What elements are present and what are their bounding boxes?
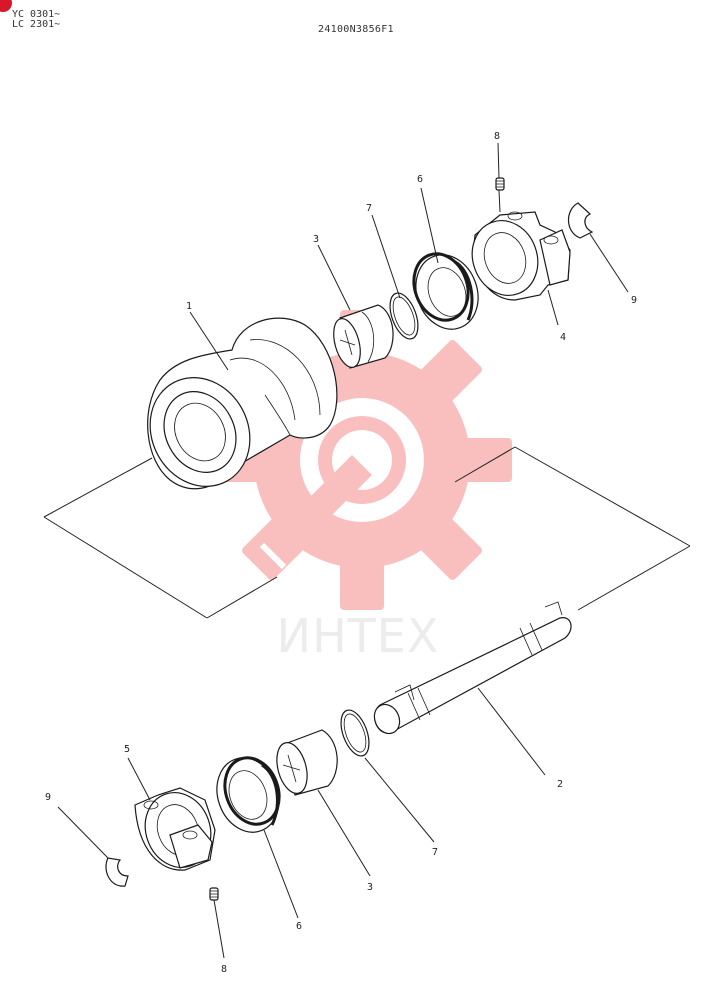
part-6-seal-upper (412, 252, 479, 330)
callout-2: 2 (557, 779, 563, 790)
reference-plane-edge (206, 576, 278, 619)
part-9-clip-upper (567, 202, 594, 239)
callout-5: 5 (124, 744, 130, 755)
callout-3-upper: 3 (313, 234, 319, 245)
drawing-part-number: 24100N3856F1 (318, 24, 394, 35)
part-3-bushing-lower (276, 729, 338, 796)
reference-plane-edge (454, 446, 516, 483)
part-1-roller-body (147, 317, 338, 490)
part-4-collar (471, 211, 571, 301)
part-9-clip-lower (105, 857, 129, 887)
part-7-o-ring-lower (340, 709, 370, 757)
callout-8-lower: 8 (221, 964, 227, 975)
corner-marker (0, 0, 12, 12)
watermark-brand-text: ИНТЕХ (277, 609, 440, 663)
callout-7-lower: 7 (432, 847, 438, 858)
leader-lines (57, 142, 629, 959)
part-2-shaft (373, 601, 572, 735)
reference-plane-edge (514, 446, 691, 547)
callout-6-upper: 6 (417, 174, 423, 185)
callout-4: 4 (560, 332, 566, 343)
callout-3-lower: 3 (367, 882, 373, 893)
part-8-plug-upper (495, 177, 505, 191)
part-3-bushing-upper (333, 304, 394, 369)
model-range-2: LC 2301~ (12, 19, 61, 30)
part-7-o-ring-upper (389, 292, 419, 340)
part-5-collar (134, 787, 216, 871)
callout-6-lower: 6 (296, 921, 302, 932)
reference-plane-edge (43, 457, 153, 518)
callout-7-upper: 7 (366, 203, 372, 214)
part-6-seal-lower (216, 756, 281, 833)
callout-9-lower: 9 (45, 792, 51, 803)
callout-8-upper: 8 (494, 131, 500, 142)
reference-plane-edge (43, 516, 208, 619)
part-8-plug-lower (209, 887, 219, 901)
callout-1: 1 (186, 301, 192, 312)
reference-plane-edge (577, 545, 691, 611)
model-range-1: YC 0301~ (12, 9, 61, 20)
callout-9-upper: 9 (631, 295, 637, 306)
